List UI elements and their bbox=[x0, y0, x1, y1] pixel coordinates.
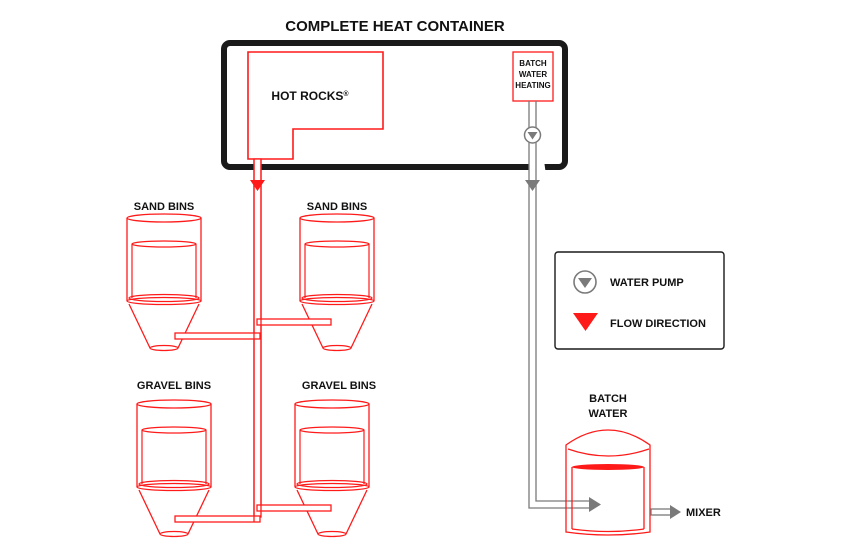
svg-text:HOT ROCKS®: HOT ROCKS® bbox=[271, 89, 349, 103]
legend-item-flow-direction: FLOW DIRECTION bbox=[573, 313, 706, 331]
branch-pipe-gravel-left bbox=[174, 515, 261, 523]
heat-container bbox=[221, 40, 568, 170]
flow-direction-icon bbox=[573, 313, 598, 331]
diagram-title: COMPLETE HEAT CONTAINER bbox=[285, 18, 505, 35]
water-level bbox=[572, 464, 644, 470]
water-pump-icon bbox=[523, 126, 542, 144]
sand-bin-left-label: SAND BINS bbox=[134, 201, 195, 213]
flow-direction-icon bbox=[250, 180, 265, 191]
batch-water-heating-line-2: WATER bbox=[519, 70, 548, 79]
mixer-outlet: MIXER bbox=[650, 505, 721, 519]
tank-inlet-arrow-icon bbox=[589, 497, 601, 512]
mixer-label: MIXER bbox=[686, 507, 721, 519]
gravel-bin-left: GRAVEL BINS bbox=[136, 380, 212, 538]
branch-pipe-sand-right bbox=[256, 318, 332, 326]
branch-pipe-sand-left bbox=[174, 332, 261, 340]
legend-label-flow-direction: FLOW DIRECTION bbox=[610, 318, 706, 330]
batch-water-tank: BATCH WATER bbox=[565, 393, 651, 536]
sand-bin-left: SAND BINS bbox=[126, 201, 202, 352]
sand-bin-right-label: SAND BINS bbox=[307, 201, 368, 213]
batch-water-label-line-2: WATER bbox=[589, 408, 628, 420]
branch-pipe-gravel-right bbox=[256, 504, 332, 512]
gravel-bin-right-label: GRAVEL BINS bbox=[302, 380, 376, 392]
batch-water-heating-box: BATCH WATER HEATING bbox=[512, 51, 554, 102]
legend-label-water-pump: WATER PUMP bbox=[610, 277, 684, 289]
gravel-bin-left-label: GRAVEL BINS bbox=[137, 380, 211, 392]
hot-rocks-block: HOT ROCKS® bbox=[247, 51, 384, 160]
branch-pipes bbox=[174, 318, 332, 523]
water-flow-direction-icon bbox=[525, 180, 540, 191]
legend: WATER PUMP FLOW DIRECTION bbox=[554, 251, 725, 350]
gravel-bin-right: GRAVEL BINS bbox=[294, 380, 376, 538]
batch-water-label-line-1: BATCH bbox=[589, 393, 627, 405]
sand-bin-right: SAND BINS bbox=[299, 201, 375, 352]
batch-water-heating-line-3: HEATING bbox=[515, 81, 550, 90]
registered-mark: ® bbox=[343, 90, 349, 98]
legend-item-water-pump: WATER PUMP bbox=[573, 270, 684, 294]
mixer-arrow-icon bbox=[670, 505, 681, 519]
batch-water-heating-line-1: BATCH bbox=[519, 59, 547, 68]
hot-rocks-label: HOT ROCKS bbox=[271, 89, 343, 103]
